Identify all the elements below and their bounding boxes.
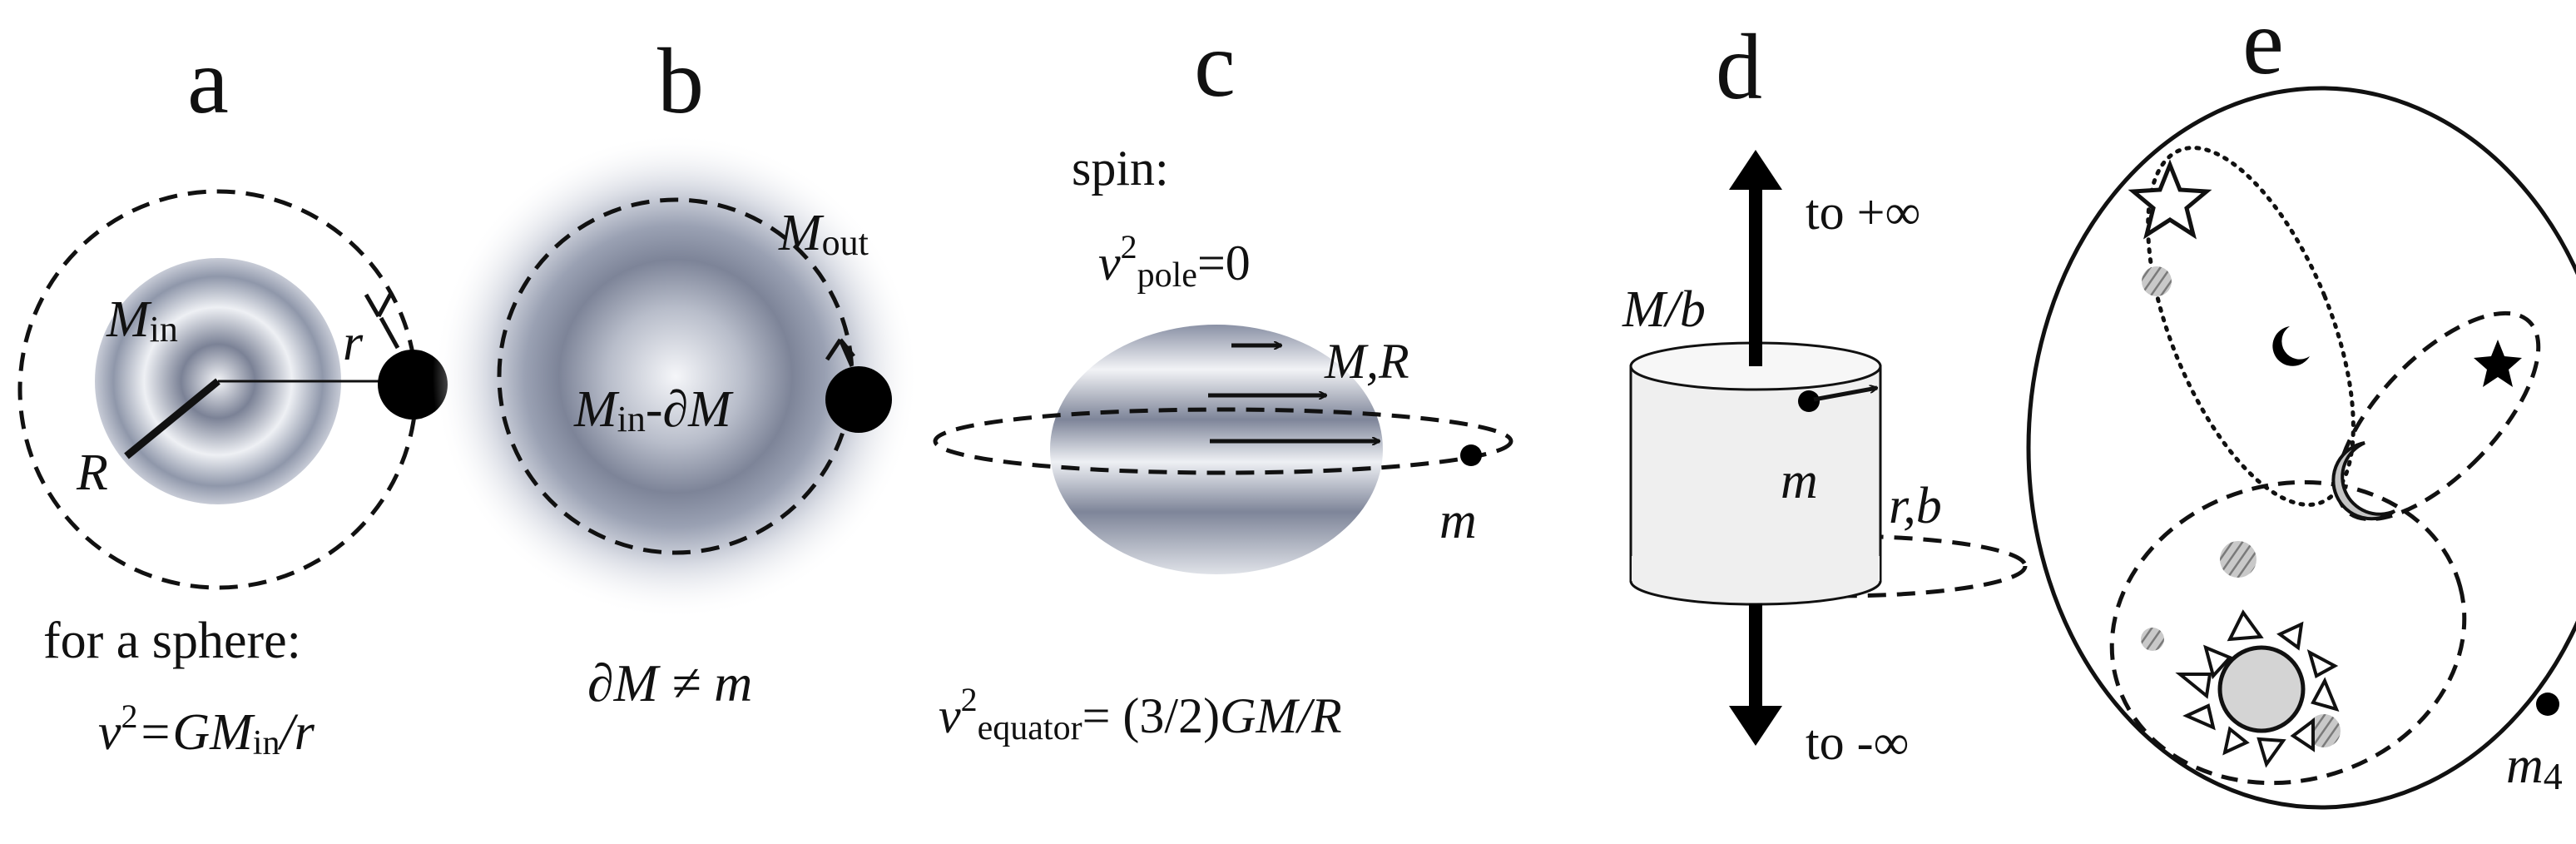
formula-v2-GMin-r: v2=GMin/r (98, 698, 315, 762)
velocity-arrow-shaft (379, 316, 400, 350)
panel-c: c spin: v2pole=0 M,R m v2equator= (3/2)G… (933, 13, 1513, 747)
planet-hatched (2141, 628, 2164, 651)
panel-c-letter: c (1194, 13, 1236, 117)
star-icon-filled (2474, 340, 2522, 387)
radius-R-line (124, 378, 220, 459)
planet-hatched (2307, 714, 2341, 747)
test-mass-dot (378, 350, 448, 420)
outer-system-boundary (2026, 86, 2576, 810)
to-plus-infinity-label: to +∞ (1806, 185, 1920, 240)
panel-d-letter: d (1716, 16, 1762, 119)
planet-hatched (2220, 541, 2256, 578)
mass-radius-label: M,R (1324, 334, 1409, 389)
m-in-label: Min (106, 291, 178, 350)
m-out-label: Mout (778, 205, 869, 263)
panel-e: e (2026, 0, 2576, 810)
spin-label: spin: (1072, 141, 1169, 196)
velocity-arrow (364, 291, 394, 318)
mass-distribution (433, 133, 919, 619)
m4-label: m4 (2506, 737, 2563, 797)
dotted-subsystem-ellipse (2146, 146, 2356, 507)
equatorial-orbit (933, 407, 1513, 475)
sun-icon (2175, 609, 2340, 768)
caption-dm-neq-m: ∂M ≠ m (587, 653, 752, 712)
axis-down-arrowhead (1729, 706, 1782, 746)
m-label: m (1781, 453, 1818, 509)
cylinder-body (1629, 365, 1882, 583)
crescent-moon-icon-large (2331, 441, 2396, 521)
spinning-body (1050, 325, 1383, 574)
mass-per-length-label: M/b (1622, 281, 1706, 338)
panel-d: d to +∞ to -∞ M/b m r,b (1622, 16, 2028, 770)
to-minus-infinity-label: to -∞ (1806, 715, 1909, 770)
test-mass-m4-dot (2536, 693, 2559, 716)
axis-up-arrowhead (1729, 150, 1782, 190)
R-label: R (76, 444, 108, 501)
equator-velocity-formula: v2equator= (3/2)GM/R (939, 681, 1342, 747)
pole-velocity-label: v2pole=0 (1098, 228, 1251, 295)
test-mass-dot (825, 366, 892, 433)
velocity-arrow (1813, 388, 1877, 402)
dashed-subsystem-ellipse-lower (2109, 479, 2467, 786)
panel-b: b Mout Min-∂M ∂M ≠ m (433, 30, 919, 712)
planet-hatched (2142, 266, 2172, 296)
m-label: m (1439, 493, 1477, 549)
cylinder-bottom-fill (1632, 556, 1880, 581)
r-label: r (343, 315, 364, 371)
caption-sphere: for a sphere: (43, 613, 301, 669)
test-mass-dot (1460, 444, 1482, 466)
panel-b-letter: b (657, 30, 704, 133)
r-b-label: r,b (1889, 478, 1942, 534)
panel-e-letter: e (2242, 0, 2284, 94)
m-in-minus-dm-label: Min-∂M (573, 381, 734, 439)
crescent-moon-icon-small (2272, 326, 2310, 366)
velocity-arrow (825, 338, 855, 368)
panel-a-letter: a (187, 30, 229, 133)
test-mass-dot (1798, 390, 1820, 412)
dashed-subsystem-ellipse-upper (2335, 310, 2541, 522)
panel-a: a Min r R for a sphere: v2=GMin/r (17, 30, 448, 762)
star-icon-outline (2128, 159, 2212, 240)
